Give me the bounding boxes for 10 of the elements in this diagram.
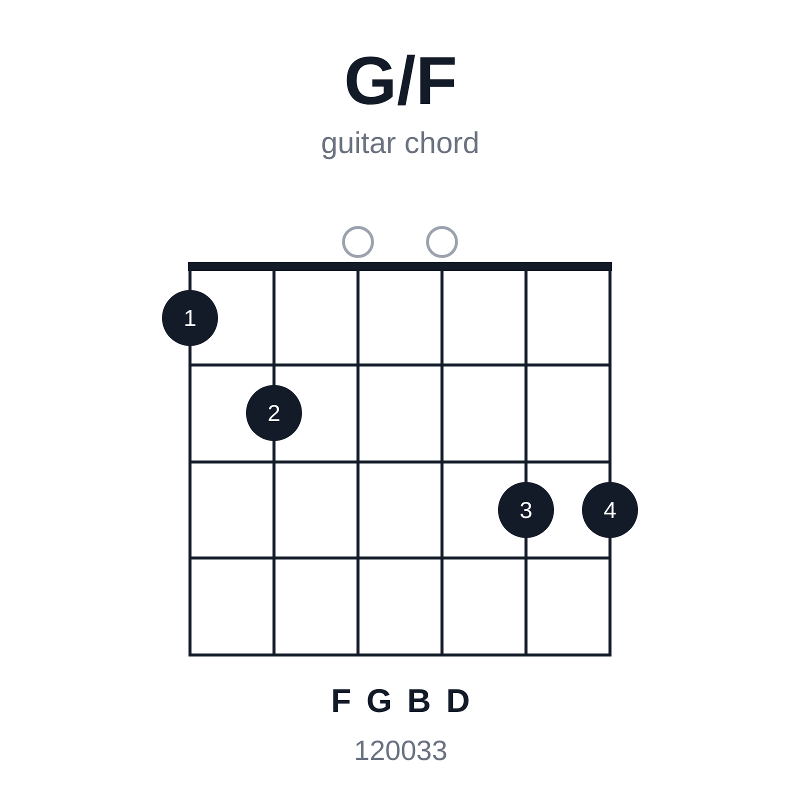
fingering-code: 120033 xyxy=(354,735,448,767)
chord-title: G/F xyxy=(344,42,458,120)
open-string-icon xyxy=(342,226,374,258)
finger-dot: 1 xyxy=(162,290,218,346)
finger-dot: 2 xyxy=(246,385,302,441)
finger-dot: 3 xyxy=(498,482,554,538)
note-names: F G B D xyxy=(331,682,473,720)
finger-dot: 4 xyxy=(582,482,638,538)
subtitle: guitar chord xyxy=(321,126,480,161)
open-string-icon xyxy=(426,226,458,258)
